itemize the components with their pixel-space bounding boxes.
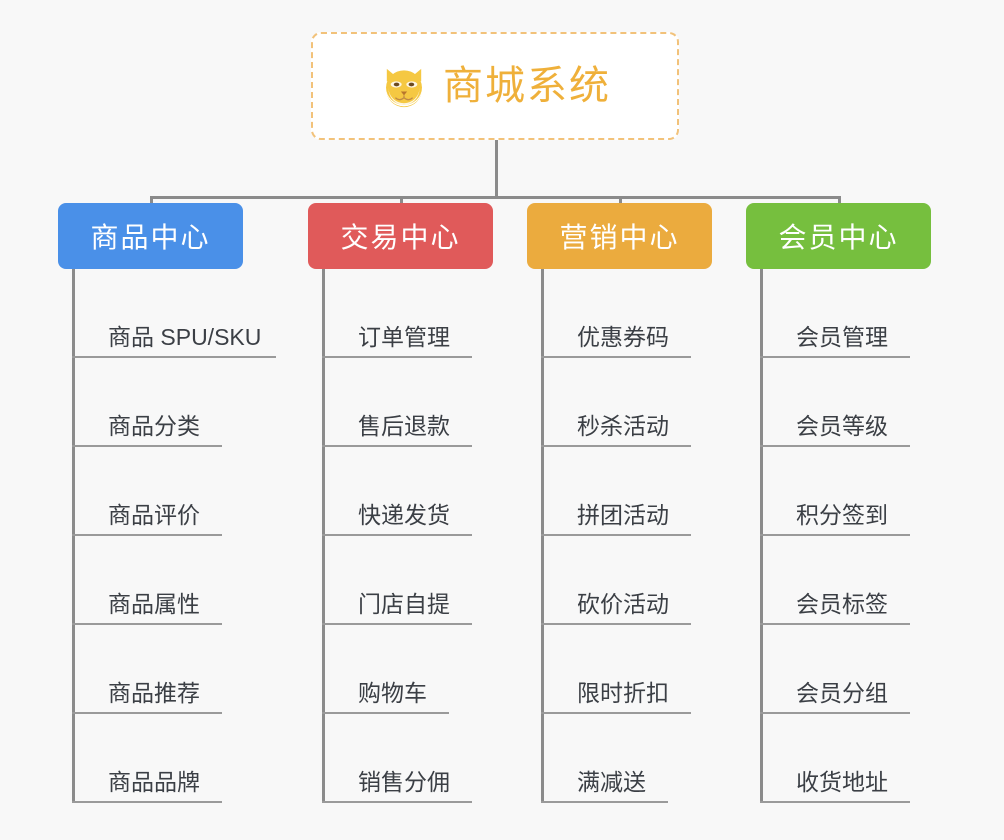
leaf-list-trade-center: 订单管理售后退款快递发货门店自提购物车销售分佣 <box>322 269 472 803</box>
leaf-item-rule <box>760 712 910 714</box>
leaf-item-label: 满减送 <box>577 769 646 795</box>
leaf-item-label: 砍价活动 <box>577 591 669 617</box>
root-node-shop-system[interactable]: 商城系统 <box>311 32 679 140</box>
leaf-item-rule <box>322 623 472 625</box>
leaf-item[interactable]: 销售分佣 <box>322 714 472 803</box>
leaf-item-label: 会员标签 <box>796 591 888 617</box>
category-label: 商品中心 <box>90 222 211 253</box>
category-box-product-center[interactable]: 商品中心 <box>58 203 243 269</box>
leaf-item[interactable]: 订单管理 <box>322 269 472 358</box>
connector-drop-member-center <box>838 196 841 206</box>
leaf-item[interactable]: 优惠券码 <box>541 269 691 358</box>
root-title: 商城系统 <box>443 64 611 108</box>
leaf-item-label: 优惠券码 <box>577 324 669 350</box>
leaf-item-label: 商品评价 <box>108 502 200 528</box>
leaf-item-rule <box>322 712 449 714</box>
leaf-item-label: 限时折扣 <box>577 680 669 706</box>
leaf-item[interactable]: 积分签到 <box>760 447 910 536</box>
leaf-item-label: 商品品牌 <box>108 769 200 795</box>
leaf-item-rule <box>72 712 222 714</box>
leaf-item-rule <box>760 623 910 625</box>
leaf-item[interactable]: 商品品牌 <box>72 714 222 803</box>
leaf-item[interactable]: 商品分类 <box>72 358 222 447</box>
leaf-item-rule <box>541 445 691 447</box>
shiba-dog-face-icon <box>386 68 422 108</box>
leaf-item-rule <box>760 534 910 536</box>
leaf-item-label: 订单管理 <box>358 324 450 350</box>
leaf-item[interactable]: 会员等级 <box>760 358 910 447</box>
leaf-item-rule <box>541 623 691 625</box>
leaf-item[interactable]: 会员标签 <box>760 536 910 625</box>
leaf-item[interactable]: 门店自提 <box>322 536 472 625</box>
leaf-item-label: 销售分佣 <box>358 769 450 795</box>
category-box-trade-center[interactable]: 交易中心 <box>308 203 493 269</box>
leaf-item-label: 快递发货 <box>358 502 450 528</box>
leaf-item-label: 购物车 <box>358 680 427 706</box>
leaf-item[interactable]: 商品 SPU/SKU <box>72 269 276 358</box>
connector-root-stem <box>495 140 498 199</box>
leaf-item-label: 收货地址 <box>796 769 888 795</box>
leaf-item-label: 积分签到 <box>796 502 888 528</box>
leaf-item-rule <box>541 534 691 536</box>
leaf-item[interactable]: 收货地址 <box>760 714 910 803</box>
leaf-item-label: 商品 SPU/SKU <box>108 324 262 350</box>
leaf-list-member-center: 会员管理会员等级积分签到会员标签会员分组收货地址 <box>760 269 910 803</box>
leaf-item[interactable]: 售后退款 <box>322 358 472 447</box>
connector-drop-product-center <box>150 196 153 206</box>
leaf-item-rule <box>760 801 910 803</box>
category-box-member-center[interactable]: 会员中心 <box>746 203 931 269</box>
leaf-item-label: 会员管理 <box>796 324 888 350</box>
leaf-item-rule <box>541 801 668 803</box>
leaf-item[interactable]: 商品评价 <box>72 447 222 536</box>
leaf-item-rule <box>541 356 691 358</box>
category-label: 交易中心 <box>340 222 461 253</box>
category-label: 会员中心 <box>778 222 899 253</box>
leaf-item-rule <box>72 445 222 447</box>
leaf-item[interactable]: 购物车 <box>322 625 449 714</box>
leaf-item[interactable]: 拼团活动 <box>541 447 691 536</box>
leaf-item[interactable]: 满减送 <box>541 714 668 803</box>
leaf-item-rule <box>760 356 910 358</box>
category-label: 营销中心 <box>559 222 680 253</box>
leaf-item[interactable]: 砍价活动 <box>541 536 691 625</box>
leaf-item[interactable]: 商品推荐 <box>72 625 222 714</box>
leaf-item-rule <box>72 623 222 625</box>
leaf-item-rule <box>72 356 276 358</box>
leaf-item[interactable]: 商品属性 <box>72 536 222 625</box>
leaf-item[interactable]: 秒杀活动 <box>541 358 691 447</box>
leaf-item-rule <box>322 445 472 447</box>
connector-drop-marketing-center <box>619 196 622 206</box>
leaf-item-rule <box>72 801 222 803</box>
column-spine-trade-center <box>322 269 325 803</box>
category-box-marketing-center[interactable]: 营销中心 <box>527 203 712 269</box>
leaf-list-marketing-center: 优惠券码秒杀活动拼团活动砍价活动限时折扣满减送 <box>541 269 691 803</box>
leaf-item-label: 秒杀活动 <box>577 413 669 439</box>
leaf-item-rule <box>760 445 910 447</box>
leaf-item[interactable]: 快递发货 <box>322 447 472 536</box>
leaf-item[interactable]: 会员分组 <box>760 625 910 714</box>
leaf-item-label: 商品推荐 <box>108 680 200 706</box>
leaf-item-label: 拼团活动 <box>577 502 669 528</box>
leaf-item-rule <box>541 712 691 714</box>
leaf-item-label: 门店自提 <box>358 591 450 617</box>
leaf-item-label: 会员分组 <box>796 680 888 706</box>
leaf-list-product-center: 商品 SPU/SKU 商品分类商品评价商品属性商品推荐商品品牌 <box>72 269 276 803</box>
connector-drop-trade-center <box>400 196 403 206</box>
column-spine-marketing-center <box>541 269 544 803</box>
column-spine-product-center <box>72 269 75 803</box>
leaf-item-label: 会员等级 <box>796 413 888 439</box>
leaf-item[interactable]: 限时折扣 <box>541 625 691 714</box>
leaf-item[interactable]: 会员管理 <box>760 269 910 358</box>
leaf-item-rule <box>322 356 472 358</box>
leaf-item-label: 商品属性 <box>108 591 200 617</box>
leaf-item-rule <box>72 534 222 536</box>
leaf-item-rule <box>322 534 472 536</box>
leaf-item-label: 售后退款 <box>358 413 450 439</box>
connector-horizontal-bus <box>150 196 841 199</box>
leaf-item-rule <box>322 801 472 803</box>
leaf-item-label: 商品分类 <box>108 413 200 439</box>
column-spine-member-center <box>760 269 763 803</box>
